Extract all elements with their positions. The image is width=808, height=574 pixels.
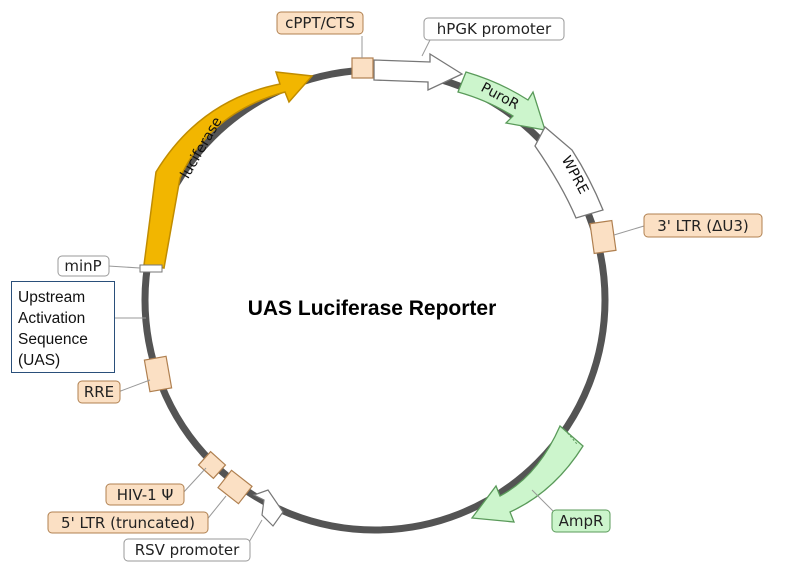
ltr5-label: 5' LTR (truncated) xyxy=(61,514,195,532)
uas-line-2: Activation xyxy=(18,310,86,327)
ampr-feature xyxy=(470,424,584,523)
plasmid-title: UAS Luciferase Reporter xyxy=(248,297,497,320)
rre-label: RRE xyxy=(84,383,114,401)
hpgk-label-box xyxy=(423,17,565,41)
rre-label-box xyxy=(77,380,121,404)
rsv-promoter-feature xyxy=(252,489,284,527)
uas-line-4: (UAS) xyxy=(18,352,61,369)
ltr3-label: 3' LTR (ΔU3) xyxy=(657,217,749,235)
minp-feature xyxy=(139,264,163,273)
uas-callout-box: Upstream Activation Sequence (UAS) xyxy=(11,281,115,373)
minp-label: minP xyxy=(64,257,101,275)
ltr3-feature xyxy=(589,219,617,255)
uas-line-1: Upstream xyxy=(18,289,86,306)
hiv-psi-label: HIV-1 Ψ xyxy=(117,486,174,504)
hpgk-promoter-feature xyxy=(373,52,464,92)
rre-feature xyxy=(143,355,173,393)
cppt-label-box xyxy=(276,11,364,35)
rsv-label: RSV promoter xyxy=(135,541,240,559)
ltr5-label-box xyxy=(47,511,209,534)
hpgk-label: hPGK promoter xyxy=(437,20,552,38)
ltr3-label-box xyxy=(643,213,763,238)
wpre-feature xyxy=(534,125,604,219)
ltr5-feature xyxy=(217,469,253,505)
ampr-label: AmpR xyxy=(559,512,604,530)
hiv-psi-feature xyxy=(197,450,227,480)
uas-line-3: Sequence xyxy=(18,331,88,348)
ampr-label-box xyxy=(551,509,611,533)
luciferase-feature xyxy=(143,71,314,269)
hiv-psi-label-box xyxy=(105,483,185,506)
ampr-divider xyxy=(564,429,578,445)
cppt-label: cPPT/CTS xyxy=(285,14,355,32)
cppt-feature xyxy=(351,57,374,79)
minp-label-box xyxy=(57,255,110,277)
rsv-label-box xyxy=(123,538,251,562)
